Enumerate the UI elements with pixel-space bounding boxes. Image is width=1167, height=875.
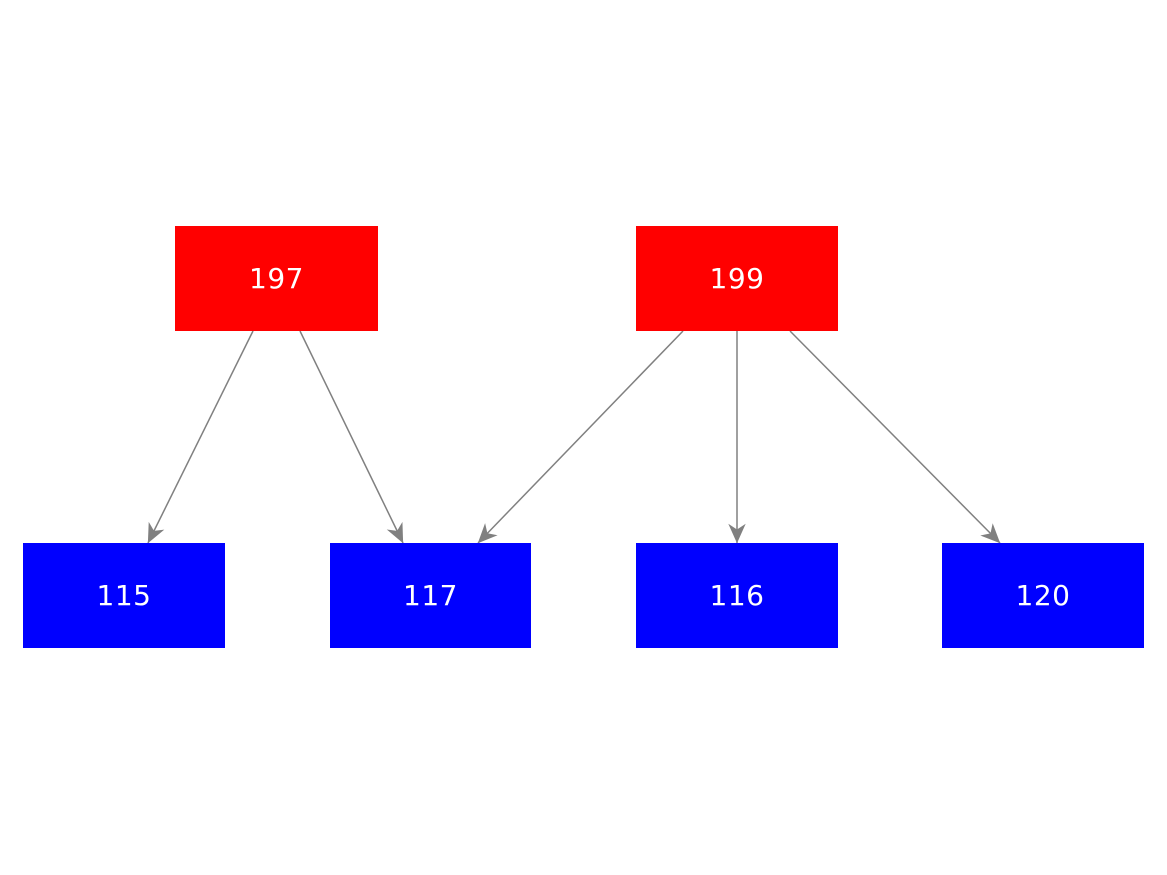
graph-node-116[interactable]: 116 [636, 543, 838, 648]
node-label: 120 [1015, 578, 1071, 612]
graph-node-199[interactable]: 199 [636, 226, 838, 331]
edge-197-to-115 [147, 330, 254, 544]
graph-node-117[interactable]: 117 [330, 543, 531, 648]
edge-group [147, 330, 1001, 544]
edge-199-to-117 [477, 330, 684, 544]
node-label: 116 [709, 578, 765, 612]
node-label: 199 [709, 261, 765, 295]
edge-197-to-117 [299, 330, 404, 544]
node-label: 197 [249, 261, 304, 295]
graph-node-115[interactable]: 115 [23, 543, 225, 648]
graph-node-120[interactable]: 120 [942, 543, 1144, 648]
graph-node-197[interactable]: 197 [175, 226, 378, 331]
edge-199-to-120 [789, 330, 1001, 544]
node-label: 117 [403, 578, 458, 612]
node-label: 115 [96, 578, 152, 612]
